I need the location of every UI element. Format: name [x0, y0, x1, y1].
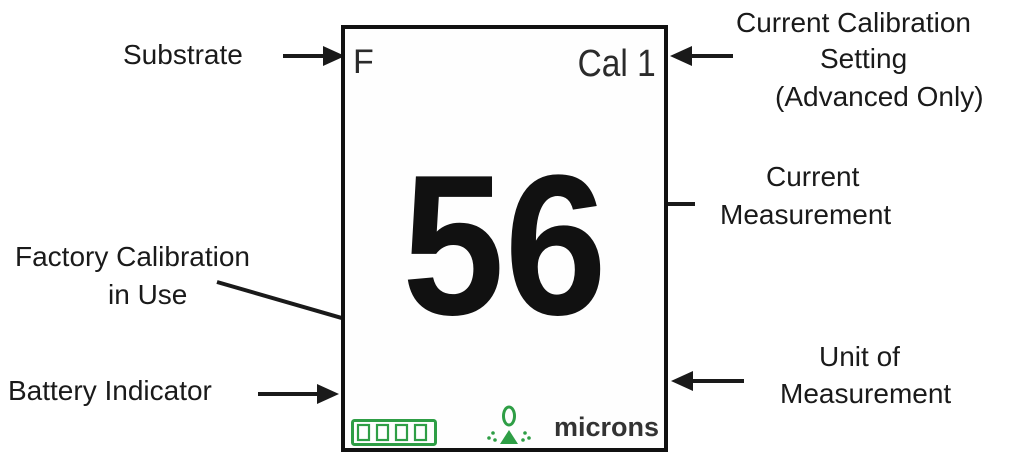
calibration-setting: Cal 1: [577, 43, 656, 85]
label-calibration-setting-2: Setting: [820, 43, 908, 74]
arrow-calibration-setting: [670, 46, 733, 66]
battery-cell: [356, 423, 371, 442]
unit-of-measurement: microns: [553, 412, 659, 442]
label-current-measurement-1: Current: [766, 161, 860, 192]
device-screen: F Cal 1 56 microns: [341, 25, 668, 452]
arrow-battery: [258, 384, 339, 404]
label-calibration-setting-1: Current Calibration: [736, 7, 971, 38]
label-unit-1: Unit of: [819, 341, 900, 372]
battery-cell: [375, 423, 390, 442]
measurement-reading: 56: [402, 134, 607, 357]
label-factory-calibration-2: in Use: [108, 279, 188, 310]
battery-cell: [413, 423, 428, 442]
label-current-measurement-2: Measurement: [720, 199, 892, 230]
label-substrate: Substrate: [123, 39, 243, 70]
battery-icon: [351, 419, 437, 446]
factory-calibration-icon: [487, 405, 531, 444]
substrate-indicator: F: [353, 43, 374, 81]
label-unit-2: Measurement: [780, 378, 952, 409]
battery-cell: [394, 423, 409, 442]
label-battery-indicator: Battery Indicator: [8, 375, 212, 406]
label-calibration-setting-3: (Advanced Only): [775, 81, 984, 112]
arrow-substrate: [283, 46, 345, 66]
arrow-unit: [671, 371, 744, 391]
label-factory-calibration-1: Factory Calibration: [15, 241, 250, 272]
